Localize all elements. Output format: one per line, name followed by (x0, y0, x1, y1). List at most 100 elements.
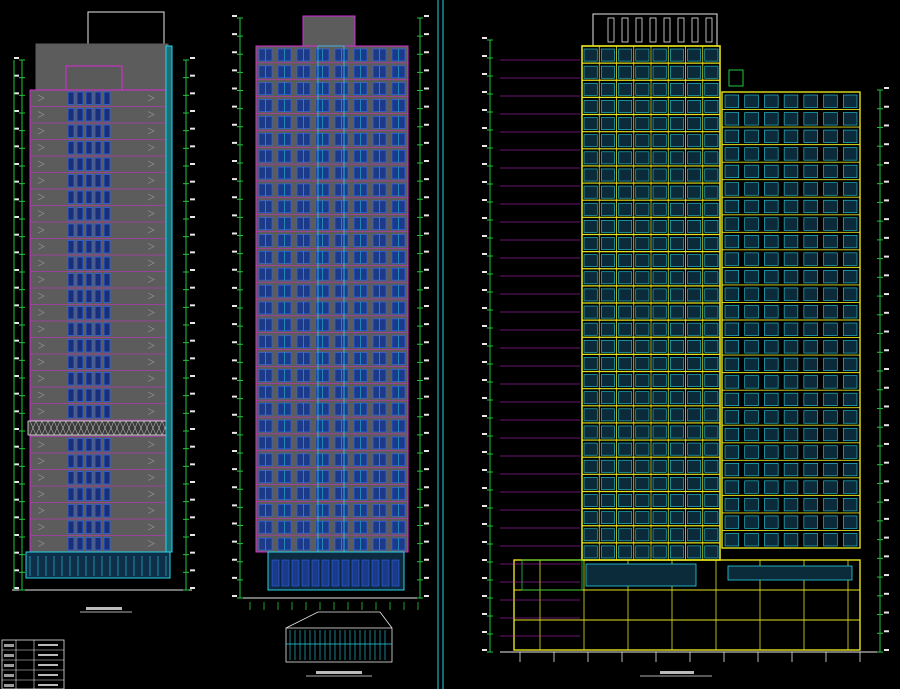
window (67, 520, 75, 534)
level-tag (424, 232, 429, 235)
window (85, 322, 93, 336)
window (85, 454, 93, 468)
unit-window (583, 339, 598, 353)
level-tag (482, 487, 487, 489)
level-tag (884, 386, 889, 389)
level-tag (482, 127, 487, 129)
window (94, 273, 102, 287)
hatch-mark (147, 177, 155, 184)
unit-window (652, 185, 667, 199)
unit-window (704, 134, 719, 148)
window (103, 207, 111, 221)
unit-window (635, 425, 650, 439)
level-tag (14, 587, 19, 589)
unit-window (823, 305, 838, 319)
level-tag (232, 540, 237, 543)
unit-window (618, 220, 633, 233)
unit-window (764, 199, 779, 214)
hatch-mark (147, 292, 155, 300)
unit-window (724, 182, 740, 196)
unit-window (724, 305, 740, 319)
unit-window (704, 545, 719, 559)
unit-window (669, 220, 684, 233)
window (85, 471, 93, 485)
window (103, 256, 111, 270)
unit-window (764, 305, 779, 319)
unit-window (803, 533, 818, 547)
unit-window (803, 287, 818, 301)
unit-window (635, 339, 650, 353)
level-tag (482, 469, 487, 471)
unit-window (600, 528, 615, 542)
window (103, 504, 111, 518)
window (94, 256, 102, 270)
level-tag (14, 127, 19, 130)
level-tag (232, 377, 237, 380)
unit-window (618, 117, 633, 130)
level-tag (884, 630, 889, 633)
window (85, 520, 93, 534)
level-tag (14, 198, 19, 201)
hatch-mark (147, 457, 155, 465)
unit-window (618, 425, 633, 439)
unit-window (652, 100, 667, 113)
unit-window (764, 498, 779, 512)
unit-window (652, 271, 667, 285)
unit-window (687, 48, 702, 62)
elevation-drawing-a[interactable] (12, 11, 195, 613)
level-tag (482, 613, 487, 615)
unit-window (600, 459, 615, 473)
elevation-drawing-b[interactable] (232, 15, 429, 610)
title-block-table (1, 639, 65, 689)
section-drawing-c[interactable] (482, 13, 889, 677)
window (94, 520, 102, 534)
unit-window (704, 185, 719, 199)
hatch-mark (143, 420, 151, 436)
window (67, 322, 75, 336)
level-tag (424, 141, 429, 144)
unit-window (744, 410, 759, 424)
hatch-mark (147, 94, 155, 102)
level-tag (424, 540, 429, 543)
unit-window (652, 545, 667, 559)
unit-window (669, 425, 684, 439)
unit-window (803, 199, 818, 214)
unit-window (764, 533, 779, 547)
window (94, 322, 102, 336)
unit-window (669, 117, 684, 130)
unit-window (842, 235, 858, 249)
detail-frame (285, 627, 393, 663)
hatch-mark (71, 420, 79, 436)
level-tag (232, 558, 237, 561)
unit-window (823, 217, 838, 231)
unit-window (652, 459, 667, 473)
level-tag (190, 198, 195, 201)
hatch-mark (131, 420, 139, 436)
level-tag (14, 392, 19, 395)
roof-fin (663, 17, 671, 43)
unit-window (744, 217, 759, 231)
level-tag (14, 286, 19, 289)
unit-window (724, 392, 740, 406)
level-tag (232, 305, 237, 307)
unit-window (724, 480, 740, 494)
title-block-text-mark (38, 674, 58, 676)
unit-window (687, 288, 702, 302)
unit-window (618, 185, 633, 199)
hatch-mark (147, 144, 155, 151)
unit-window (783, 480, 799, 494)
unit-window (704, 117, 719, 130)
unit-window (583, 545, 598, 559)
hatch-mark (37, 177, 45, 184)
unit-window (583, 305, 598, 319)
hatch-mark (37, 111, 45, 118)
unit-window (583, 134, 598, 148)
level-tag (14, 481, 19, 483)
unit-window (823, 164, 838, 178)
hatch-mark (37, 127, 45, 135)
unit-window (687, 82, 702, 96)
window (67, 157, 75, 171)
level-tag (190, 322, 195, 324)
window (76, 108, 84, 122)
